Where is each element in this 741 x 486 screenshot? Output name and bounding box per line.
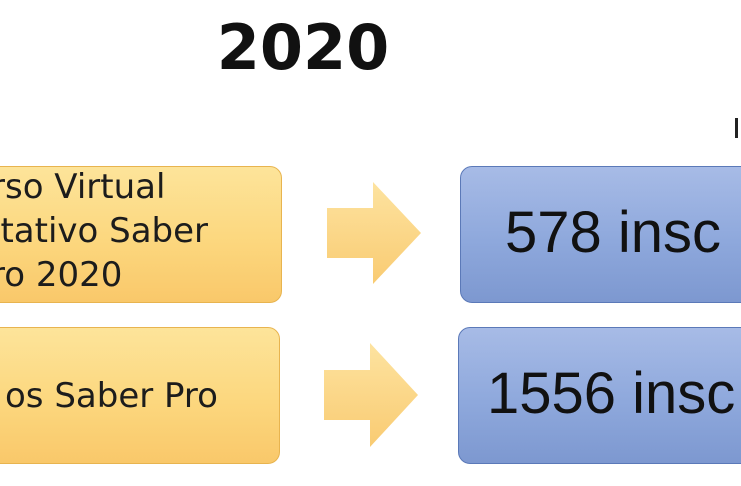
enrollment-box-2: 1556 insc — [458, 327, 741, 464]
enrollment-count-1: 578 insc — [505, 200, 722, 265]
slide-title: 2020 — [216, 11, 390, 84]
course-box-virtual: rso Virtual itativo Saber ro 2020 — [0, 166, 282, 303]
arrow-right-icon — [327, 182, 421, 284]
course-line-1: rso Virtual — [0, 167, 166, 207]
enrollment-box-1: 578 insc — [460, 166, 741, 303]
course-line-saber-pro: os Saber Pro — [5, 376, 218, 416]
enrollment-count-2: 1556 insc — [487, 361, 736, 426]
course-box-saber-pro: os Saber Pro — [0, 327, 280, 464]
course-line-2: itativo Saber — [0, 211, 209, 251]
edge-mark — [735, 118, 738, 138]
arrow-right-icon — [324, 343, 418, 447]
course-line-3: ro 2020 — [0, 255, 123, 295]
